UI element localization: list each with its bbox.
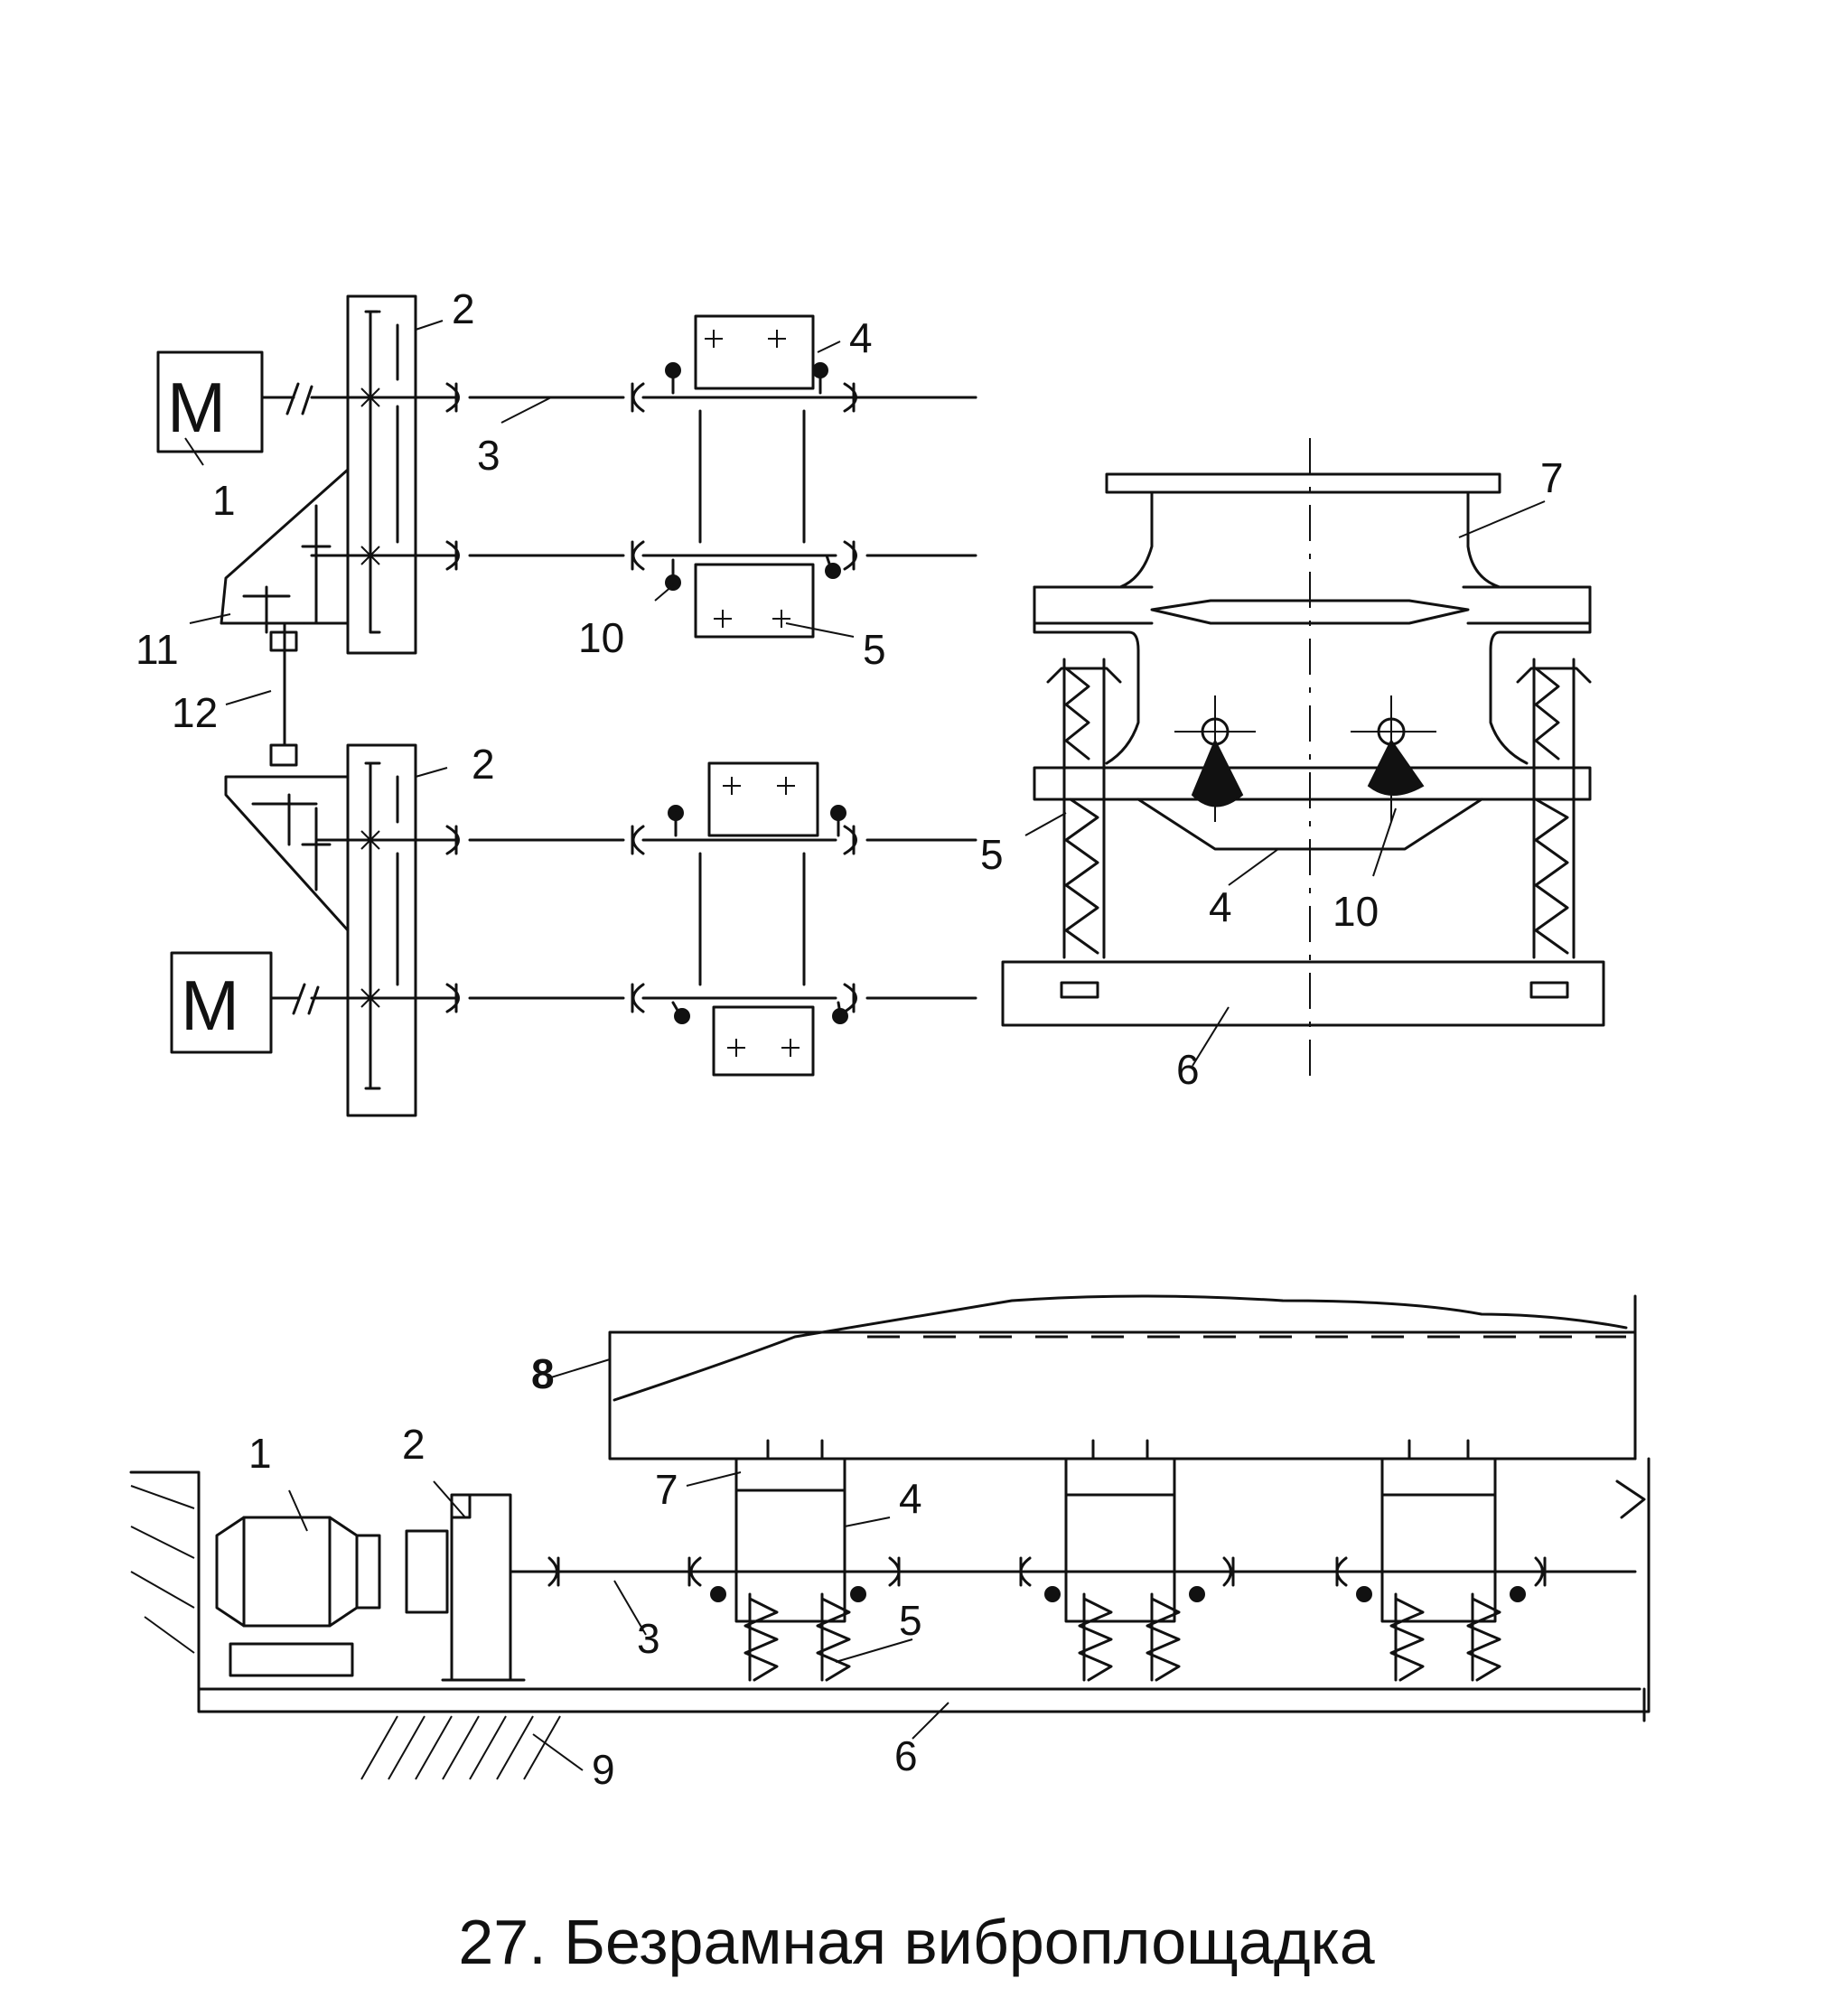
- label-shaft-top: 3: [477, 432, 500, 479]
- springs-section: [1046, 658, 1592, 959]
- table-top: [1105, 472, 1501, 494]
- label-unbalance-scheme: 10: [578, 614, 624, 661]
- motor-bottom: [170, 951, 273, 1054]
- label-unbalance-section: 10: [1333, 888, 1379, 935]
- label-spring-scheme: 5: [863, 626, 886, 673]
- side-view: [129, 1294, 1651, 1780]
- label-spring-side: 5: [899, 1597, 922, 1644]
- form: [608, 1330, 1637, 1461]
- gearbox-side: [450, 1493, 512, 1682]
- label-vibrator-section: 4: [1209, 883, 1232, 930]
- label-gearbox-top: 2: [452, 285, 475, 332]
- figure-caption: 27. Безрамная виброплощадка: [458, 1907, 1375, 1977]
- label-base-side: 6: [894, 1732, 918, 1779]
- label-motor-top: 1: [212, 477, 236, 524]
- motor-top-symbol: М: [167, 368, 226, 447]
- label-motor-side: 1: [248, 1430, 272, 1477]
- label-table-side: 7: [655, 1466, 678, 1513]
- label-vibrator-side: 4: [899, 1475, 922, 1522]
- label-sync-shaft: 12: [172, 689, 218, 736]
- shaft-rows: [441, 382, 977, 1013]
- label-bevel-gear: 11: [136, 626, 179, 673]
- kinematic-scheme: М М: [156, 294, 977, 1117]
- label-gearbox-bottom: 2: [472, 741, 495, 788]
- motor-bottom-symbol: М: [181, 966, 239, 1045]
- label-form: 8: [531, 1350, 555, 1397]
- label-foundation: 9: [592, 1746, 615, 1793]
- label-base-section: 6: [1176, 1046, 1200, 1093]
- cross-section: [1001, 438, 1605, 1084]
- part-labels: 2 4 3 1 7 10 5 11 12 2 5 4 10 6 8 1 2 7 …: [136, 285, 1564, 1793]
- label-vibrator-top: 4: [849, 314, 873, 361]
- vibrator-blocks-scheme: [665, 314, 848, 1077]
- label-gearbox-side: 2: [402, 1421, 426, 1468]
- motor-side: [215, 1516, 359, 1628]
- gearbox-top: [346, 294, 417, 655]
- base-section: [1001, 960, 1605, 1027]
- gearbox-bottom: [346, 743, 417, 1117]
- label-shaft-side: 3: [637, 1615, 660, 1662]
- label-spring-section: 5: [980, 831, 1004, 878]
- unbalance-weights-section: [1174, 695, 1436, 822]
- motor-top: [156, 350, 264, 453]
- vibrator-units-side: [710, 1439, 1526, 1623]
- label-table-section: 7: [1540, 454, 1564, 501]
- springs-side: [743, 1592, 1501, 1682]
